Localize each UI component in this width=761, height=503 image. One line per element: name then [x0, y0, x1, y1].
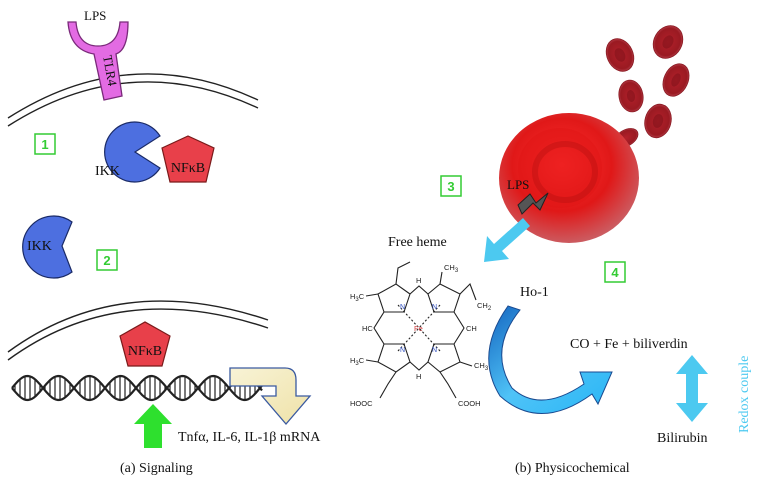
heme-h3c-bottom: H3C: [350, 356, 365, 367]
products-label: CO + Fe + biliverdin: [570, 337, 688, 352]
tlr4-receptor: [67, 21, 129, 101]
tlr4-label: TLR4: [100, 54, 120, 88]
svg-text:2: 2: [103, 253, 110, 268]
upregulation-arrow: [134, 404, 172, 448]
heme-n3: N: [400, 347, 405, 354]
large-red-blood-cell: [499, 113, 639, 243]
caption-b: (b) Physicochemical: [515, 461, 630, 476]
heme-h-top: H: [416, 276, 421, 285]
step-1-badge: 1: [34, 133, 56, 155]
heme-h3c-left: H3C: [350, 292, 365, 303]
heme-release-arrow: [484, 218, 530, 262]
redox-couple-label: Redox couple: [737, 356, 752, 433]
dna-strand: [11, 374, 263, 402]
lps-rbc-label: LPS: [507, 177, 529, 192]
lps-lightning-icon: [517, 192, 549, 215]
heme-fe: Fe: [414, 324, 423, 333]
heme-ch3-top: CH3: [444, 263, 459, 274]
heme-labels: CH3 H3C CH2 HC CH H H Fe N N N N H3C CH3…: [350, 263, 492, 408]
ho1-label: Ho-1: [520, 285, 549, 300]
ikk-free-shape: [22, 215, 73, 279]
heme-ch2: CH2: [477, 301, 492, 312]
svg-text:4: 4: [611, 265, 619, 280]
heme-ch: CH: [466, 324, 477, 333]
ho1-curved-arrow: [488, 305, 613, 414]
transcription-arrow: [229, 367, 312, 425]
lps-ligand-label: LPS: [84, 8, 106, 23]
nfkb-nucleus-shape: [119, 321, 171, 367]
nfkb-nucleus-label: NFκB: [128, 344, 162, 359]
dna-helix: [11, 374, 263, 402]
heme-h-bottom: H: [416, 372, 421, 381]
nfkb-cytoplasm-label: NFκB: [171, 161, 205, 176]
cell-membrane: [7, 73, 259, 127]
ikk-bound-shape: [104, 121, 161, 183]
ikk-bound-label: IKK: [95, 164, 120, 179]
nfkb-cytoplasm-shape: [161, 135, 215, 183]
free-heme-label: Free heme: [388, 235, 447, 250]
heme-structure: [365, 261, 477, 399]
svg-text:3: 3: [447, 179, 454, 194]
heme-hc: HC: [362, 324, 373, 333]
bilirubin-label: Bilirubin: [657, 431, 708, 446]
step-3-badge: 3: [440, 175, 462, 197]
svg-text:1: 1: [41, 137, 48, 152]
nuclear-membrane: [7, 300, 269, 361]
redox-double-arrow: [676, 355, 708, 422]
step-2-badge: 2: [96, 249, 118, 271]
ikk-free-label: IKK: [27, 239, 52, 254]
heme-n4: N: [432, 347, 437, 354]
mrna-label: Tnfα, IL-6, IL-1β mRNA: [178, 430, 321, 445]
heme-n2: N: [432, 304, 437, 311]
heme-cooh: COOH: [458, 399, 481, 408]
caption-a: (a) Signaling: [120, 461, 193, 476]
heme-hooc: HOOC: [350, 399, 373, 408]
heme-ch3-right: CH3: [474, 361, 489, 372]
step-4-badge: 4: [604, 261, 626, 283]
heme-n1: N: [400, 304, 405, 311]
dna-strand: [11, 374, 263, 402]
